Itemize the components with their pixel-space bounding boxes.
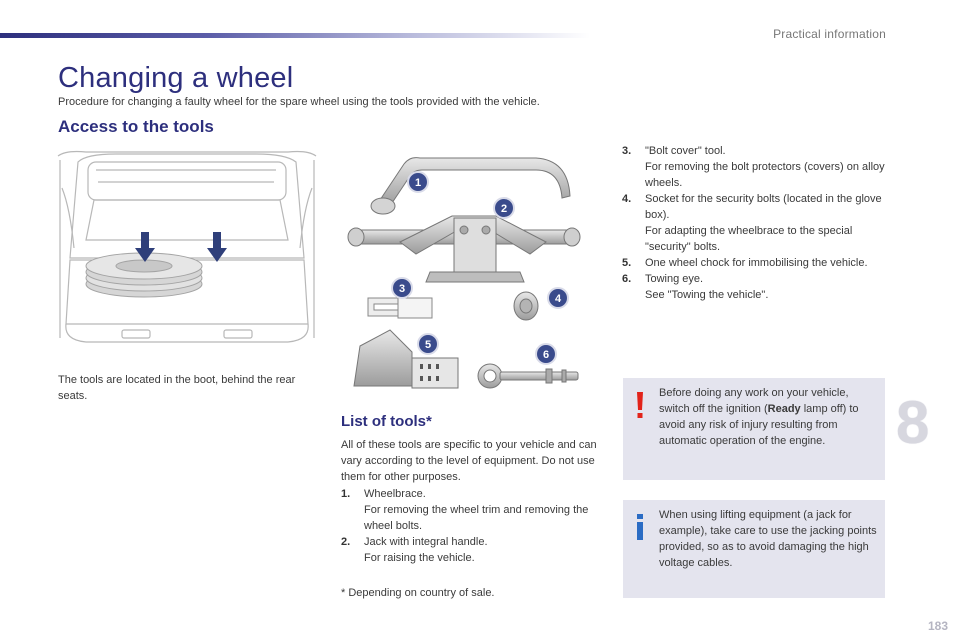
item-subtext: For removing the wheel trim and removing…	[364, 504, 589, 532]
callout-2: 2	[493, 197, 515, 219]
item-number: 6.	[622, 273, 632, 285]
callout-3: 3	[391, 277, 413, 299]
callout-4: 4	[547, 287, 569, 309]
svg-text:5: 5	[425, 339, 431, 351]
svg-text:2: 2	[501, 203, 507, 215]
list-item: 4. Socket for the security bolts (locate…	[622, 191, 890, 255]
boot-illustration	[57, 150, 317, 343]
chapter-number: 8	[896, 389, 930, 456]
item-number: 5.	[622, 257, 632, 269]
item-number: 1.	[341, 488, 351, 500]
wheelbrace-drawing	[370, 157, 571, 215]
tool-list-column-1: 1. Wheelbrace. For removing the wheel tri…	[341, 486, 603, 566]
boot-caption: The tools are located in the boot, behin…	[58, 374, 296, 402]
item-text: Wheelbrace.	[364, 488, 426, 500]
item-subtext: For raising the vehicle.	[364, 552, 475, 564]
callout-5: 5	[417, 333, 439, 355]
list-item: 6. Towing eye. See "Towing the vehicle".	[622, 271, 890, 303]
item-number: 3.	[622, 145, 632, 157]
wheel-chock-drawing	[353, 329, 459, 389]
callout-6: 6	[535, 343, 557, 365]
section-name: Practical information	[773, 27, 886, 41]
callout-1: 1	[407, 171, 429, 193]
list-item: 3. "Bolt cover" tool. For removing the bo…	[622, 143, 890, 191]
ready-lamp-label: Ready	[767, 403, 801, 415]
info-text: When using lifting equipment (a jack for…	[659, 509, 877, 569]
header-gradient-bar	[0, 33, 590, 38]
item-number: 2.	[341, 536, 351, 548]
info-icon	[637, 514, 643, 540]
item-text: "Bolt cover" tool.	[645, 145, 726, 157]
list-item: 2. Jack with integral handle. For raising…	[341, 534, 603, 566]
item-text: Jack with integral handle.	[364, 536, 488, 548]
socket-drawing	[513, 291, 539, 321]
warning-text: Before doing any work on your vehicle, s…	[659, 387, 859, 447]
item-text: One wheel chock for immobilising the veh…	[645, 257, 868, 269]
svg-text:4: 4	[555, 293, 562, 305]
list-item: 5. One wheel chock for immobilising the …	[622, 255, 890, 271]
footnote: * Depending on country of sale.	[341, 587, 495, 599]
svg-text:3: 3	[399, 283, 405, 295]
list-item: 1. Wheelbrace. For removing the wheel tri…	[341, 486, 603, 534]
tool-list-column-2: 3. "Bolt cover" tool. For removing the bo…	[622, 143, 890, 303]
item-number: 4.	[622, 193, 632, 205]
item-text: Towing eye.	[645, 273, 704, 285]
info-box: When using lifting equipment (a jack for…	[623, 500, 885, 598]
svg-text:6: 6	[543, 349, 549, 361]
item-subtext: See "Towing the vehicle".	[645, 289, 769, 301]
svg-text:1: 1	[415, 177, 421, 189]
list-of-tools-title: List of tools*	[341, 413, 432, 430]
page-title: Changing a wheel	[58, 62, 294, 94]
jack-drawing	[347, 215, 581, 283]
towing-eye-drawing	[477, 363, 579, 389]
exclamation-icon	[637, 392, 643, 418]
item-text: Socket for the security bolts (located i…	[645, 193, 882, 221]
access-title: Access to the tools	[58, 117, 214, 136]
intro-text: Procedure for changing a faulty wheel fo…	[58, 96, 540, 108]
tools-illustration: 1 2 3 4 5 6	[347, 157, 581, 389]
item-subtext: For adapting the wheelbrace to the speci…	[645, 225, 853, 253]
warning-box: Before doing any work on your vehicle, s…	[623, 378, 885, 480]
list-of-tools-intro: All of these tools are specific to your …	[341, 439, 597, 483]
item-subtext: For removing the bolt protectors (covers…	[645, 161, 885, 189]
bolt-cover-tool-drawing	[367, 297, 433, 319]
page-number: 183	[927, 619, 948, 633]
